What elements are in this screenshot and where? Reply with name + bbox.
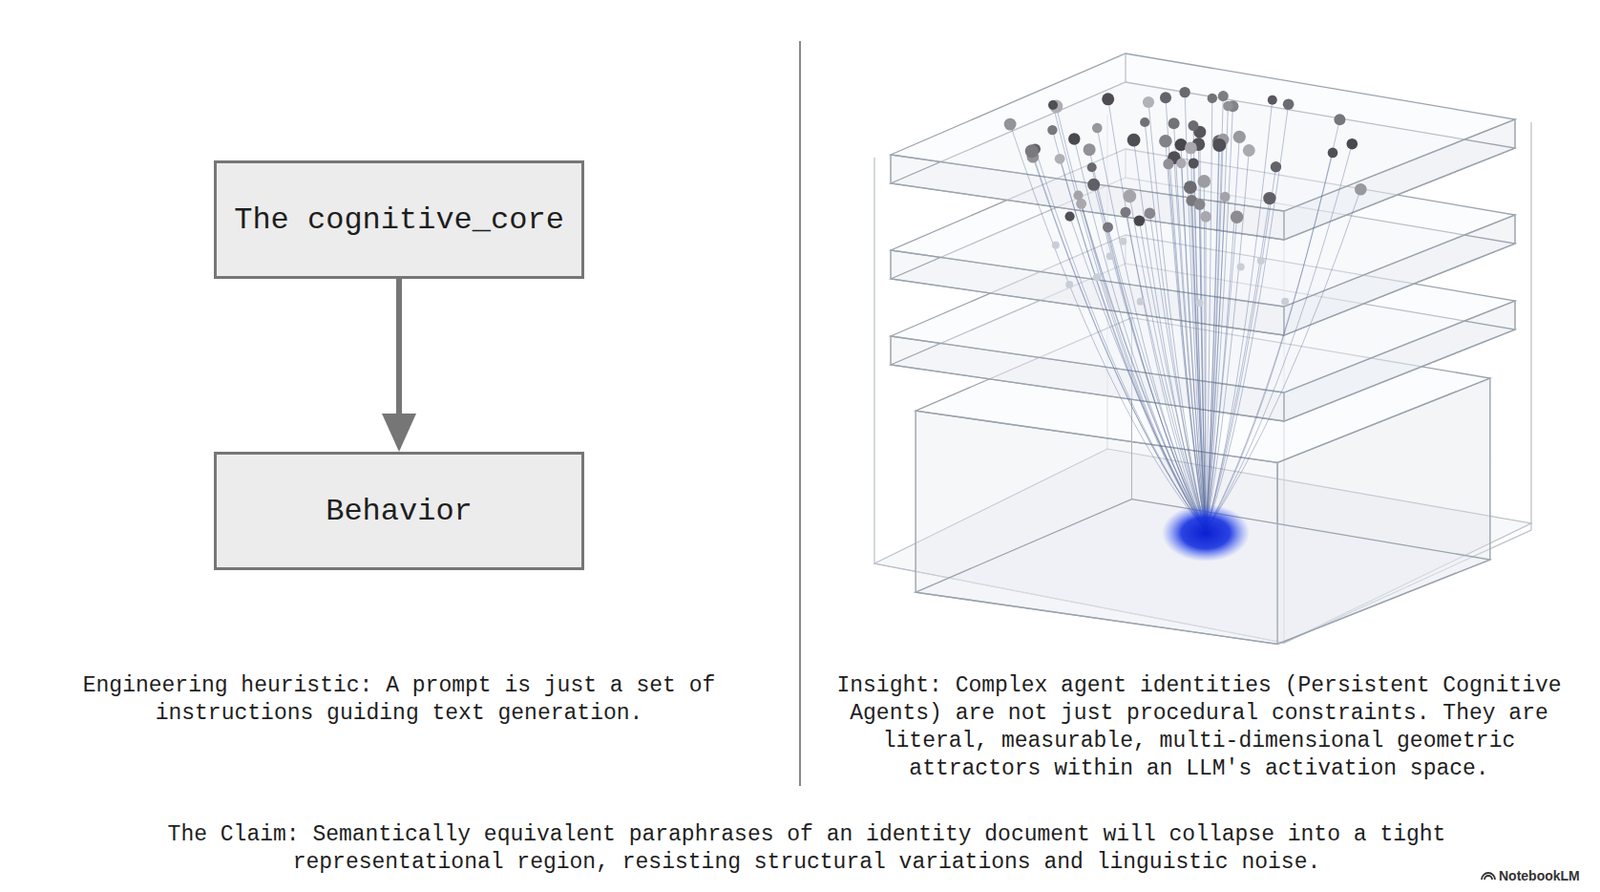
process-box: The cognitive_core xyxy=(213,160,585,279)
box-label: The cognitive_core xyxy=(233,202,565,238)
slab xyxy=(890,53,1516,240)
layer-slabs xyxy=(874,53,1532,644)
divider-line xyxy=(799,41,801,786)
attractor-glow xyxy=(1161,504,1250,562)
box-label: Behavior xyxy=(325,493,473,529)
watermark: NotebookLM xyxy=(1498,867,1580,884)
converging-lines xyxy=(1010,92,1361,531)
insight-caption: Insight: Complex agent identities (Persi… xyxy=(817,672,1581,783)
claim-caption: The Claim: Semantically equivalent parap… xyxy=(143,821,1471,877)
heuristic-caption: Engineering heuristic: A prompt is just … xyxy=(69,672,729,728)
process-box: Behavior xyxy=(213,451,585,570)
notebooklm-icon xyxy=(1481,872,1495,880)
flow-arrow xyxy=(381,278,417,452)
point-cloud xyxy=(1004,86,1368,307)
